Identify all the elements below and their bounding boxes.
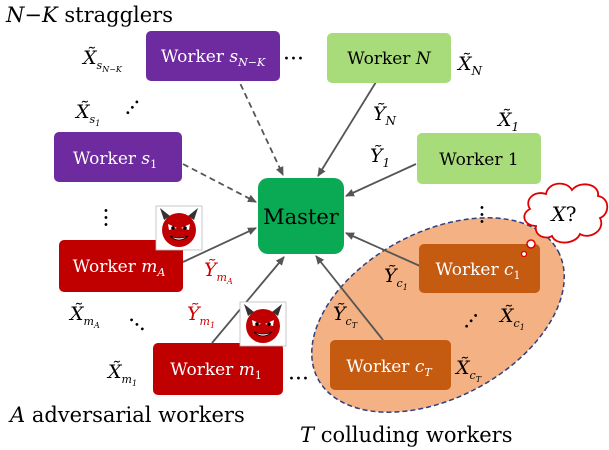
input-x-snk: X̃sN−K xyxy=(81,47,123,74)
worker-m1-label: Worker m1 xyxy=(170,360,262,382)
master-node: Master xyxy=(258,178,344,254)
arrows xyxy=(182,65,421,344)
worker-s1-node: Worker s1 xyxy=(54,132,182,182)
worker-c1-node: Worker c1 xyxy=(419,244,540,293)
ellipsis-m: ··· xyxy=(120,309,152,342)
arrow-c1-master xyxy=(345,232,421,267)
arrow-ma-master xyxy=(182,227,257,263)
input-labels: X̃sN−K X̃N X̃s1 X̃1 X̃mA X̃m1 X̃c1 X̃cT xyxy=(68,47,525,388)
input-x-m1: X̃m1 xyxy=(106,361,137,388)
worker-ma-label: Worker mA xyxy=(73,257,166,279)
ellipsis-top: ··· xyxy=(283,47,304,72)
input-x-ma: X̃mA xyxy=(68,303,100,330)
output-y-1: Ỹ1 xyxy=(370,145,390,170)
worker-snk-node: Worker sN−K xyxy=(146,31,280,81)
worker-n-node: Worker N xyxy=(327,33,451,83)
arrow-1-master xyxy=(345,163,417,197)
devil-icon xyxy=(239,301,287,347)
ellipsis-right: ··· xyxy=(468,204,493,225)
worker-1-label: Worker 1 xyxy=(439,150,518,170)
worker-m1-node: Worker m1 xyxy=(153,343,283,395)
worker-ct-node: Worker cT xyxy=(330,340,451,390)
ellipsis-s: ··· xyxy=(117,92,150,124)
worker-1-node: Worker 1 xyxy=(417,133,541,184)
stragglers-label: N−K stragglers xyxy=(5,3,173,27)
output-y-ct: ỸcT xyxy=(333,303,358,330)
arrow-snk-master xyxy=(231,65,284,176)
master-label: Master xyxy=(263,205,340,229)
colluding-label: T colluding workers xyxy=(300,423,512,447)
output-labels: ỸN Ỹ1 ỸmA Ỹm1 Ỹc1 ỸcT xyxy=(187,103,408,330)
output-y-c1: Ỹc1 xyxy=(384,265,408,292)
worker-s1-label: Worker s1 xyxy=(73,149,157,171)
input-x-s1: X̃s1 xyxy=(74,101,100,128)
worker-n-label: Worker N xyxy=(347,49,432,69)
input-x-1: X̃1 xyxy=(496,109,519,134)
worker-snk-label: Worker sN−K xyxy=(161,47,266,69)
output-y-ma: ỸmA xyxy=(204,259,233,286)
worker-ct-label: Worker cT xyxy=(346,357,433,379)
devil-icon xyxy=(155,205,203,251)
worker-ma-node: Worker mA xyxy=(59,240,183,292)
cloud-text: X? xyxy=(550,202,577,226)
thought-cloud: X? xyxy=(520,182,609,258)
ellipsis-bottom: ··· xyxy=(288,367,309,392)
worker-c1-label: Worker c1 xyxy=(435,260,520,282)
arrow-s1-master xyxy=(182,163,257,203)
worker-snk-word: Worker xyxy=(161,47,230,67)
input-x-ct: X̃cT xyxy=(454,357,482,384)
arrow-ct-master xyxy=(315,255,384,341)
output-y-n: ỸN xyxy=(373,103,397,128)
arrow-m1-master xyxy=(211,256,285,344)
arrow-n-master xyxy=(317,81,377,177)
input-x-n: X̃N xyxy=(456,53,483,78)
adversarial-label: A adversarial workers xyxy=(8,403,245,427)
output-y-m1: Ỹm1 xyxy=(187,303,215,330)
ellipsis-left: ··· xyxy=(92,207,117,228)
input-x-c1: X̃c1 xyxy=(498,305,525,332)
